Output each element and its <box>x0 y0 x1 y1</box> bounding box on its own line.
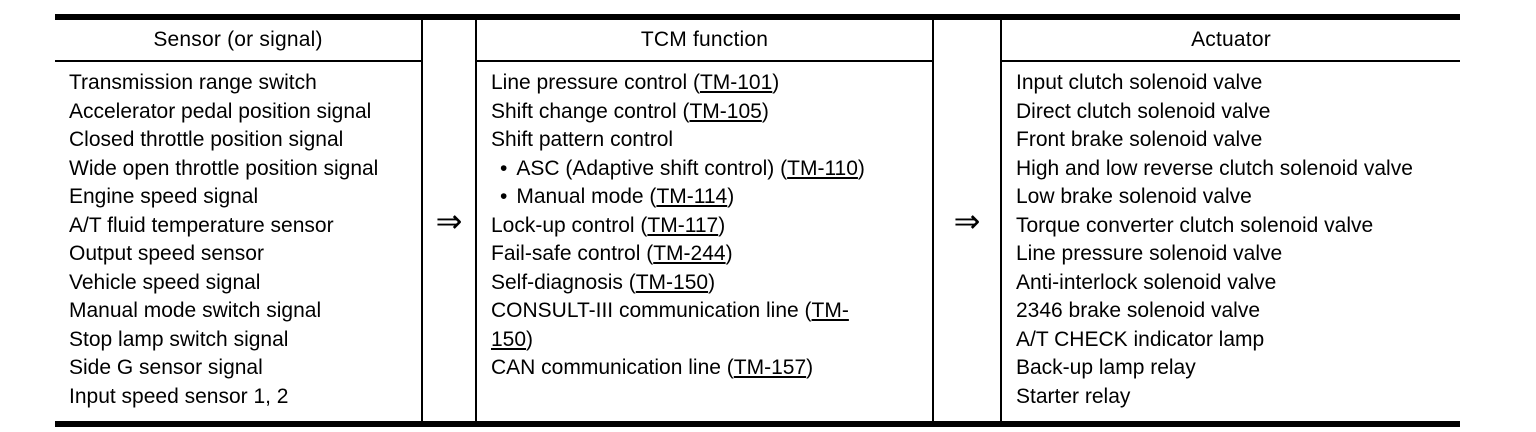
list-item: Shift pattern control <box>491 128 674 151</box>
tm-page-link[interactable]: TM-150 <box>635 270 709 294</box>
right-double-arrow-icon: ⇒ <box>435 201 463 240</box>
list-item: Manual mode switch signal <box>69 299 322 322</box>
list-item: Fail-safe control (TM-244) <box>491 242 733 265</box>
sensor-column-header: Sensor (or signal) <box>55 20 421 62</box>
list-item: Starter relay <box>1016 384 1131 408</box>
list-item: Input speed sensor 1, 2 <box>69 384 289 408</box>
actuator-column-header: Actuator <box>1002 20 1460 62</box>
list-item: Lock-up control (TM-117) <box>491 213 726 237</box>
list-item: Anti-interlock solenoid valve <box>1016 270 1277 294</box>
list-item: A/T CHECK indicator lamp <box>1016 327 1265 351</box>
list-item: Low brake solenoid valve <box>1016 185 1252 208</box>
tm-page-link[interactable]: TM-244 <box>653 242 726 265</box>
sensor-column: Sensor (or signal) Transmission range sw… <box>55 20 423 421</box>
list-item: 2346 brake solenoid valve <box>1016 299 1261 322</box>
list-item: CONSULT-III communication line (TM-150) <box>491 299 849 351</box>
list-item: Side G sensor signal <box>69 356 263 379</box>
list-item: Stop lamp switch signal <box>69 327 289 351</box>
list-item: Front brake solenoid valve <box>1016 128 1263 151</box>
list-item: Wide open throttle position signal <box>69 156 379 180</box>
tcm-column: TCM function Line pressure control (TM-1… <box>475 20 934 421</box>
tm-page-link[interactable]: TM-114 <box>656 185 728 208</box>
list-item: Output speed sensor <box>69 242 264 265</box>
list-item: Torque converter clutch solenoid valve <box>1016 213 1374 237</box>
list-item: •ASC (Adaptive shift control) (TM-110) <box>491 155 928 184</box>
list-item: Self-diagnosis (TM-150) <box>491 270 716 294</box>
list-item: Transmission range switch <box>69 71 317 94</box>
tm-page-link[interactable]: TM-110 <box>787 156 858 180</box>
tm-page-link[interactable]: TM-117 <box>647 213 719 237</box>
tm-page-link[interactable]: TM-105 <box>689 99 762 123</box>
list-item: Direct clutch solenoid valve <box>1016 99 1271 123</box>
tm-page-link[interactable]: TM- <box>811 299 849 322</box>
list-item: Line pressure control (TM-101) <box>491 71 780 94</box>
flow-arrow-cell-2: ⇒ <box>934 20 1000 421</box>
list-item: Accelerator pedal position signal <box>69 99 372 123</box>
tm-page-link[interactable]: 150 <box>491 327 527 351</box>
bullet-icon: • <box>500 185 508 208</box>
list-item: Line pressure solenoid valve <box>1016 242 1283 265</box>
list-item: High and low reverse clutch solenoid val… <box>1016 156 1413 180</box>
signal-flow-table: Sensor (or signal) Transmission range sw… <box>55 14 1460 427</box>
bullet-icon: • <box>500 156 508 180</box>
tcm-function-list: Line pressure control (TM-101) Shift chan… <box>477 62 932 421</box>
tcm-column-header: TCM function <box>477 20 932 62</box>
list-item: •Manual mode (TM-114) <box>491 183 928 212</box>
list-item: Vehicle speed signal <box>69 270 261 294</box>
list-item: Closed throttle position signal <box>69 128 344 151</box>
tm-page-link[interactable]: TM-157 <box>733 356 807 379</box>
tm-page-link[interactable]: TM-101 <box>699 71 773 94</box>
list-item: Shift change control (TM-105) <box>491 99 769 123</box>
list-item: A/T fluid temperature sensor <box>69 213 334 237</box>
list-item: Input clutch solenoid valve <box>1016 71 1263 94</box>
flow-arrow-cell-1: ⇒ <box>423 20 475 421</box>
list-item: Back-up lamp relay <box>1016 356 1196 379</box>
list-item: Engine speed signal <box>69 185 259 208</box>
list-item: CAN communication line (TM-157) <box>491 356 814 379</box>
right-double-arrow-icon: ⇒ <box>953 201 981 240</box>
